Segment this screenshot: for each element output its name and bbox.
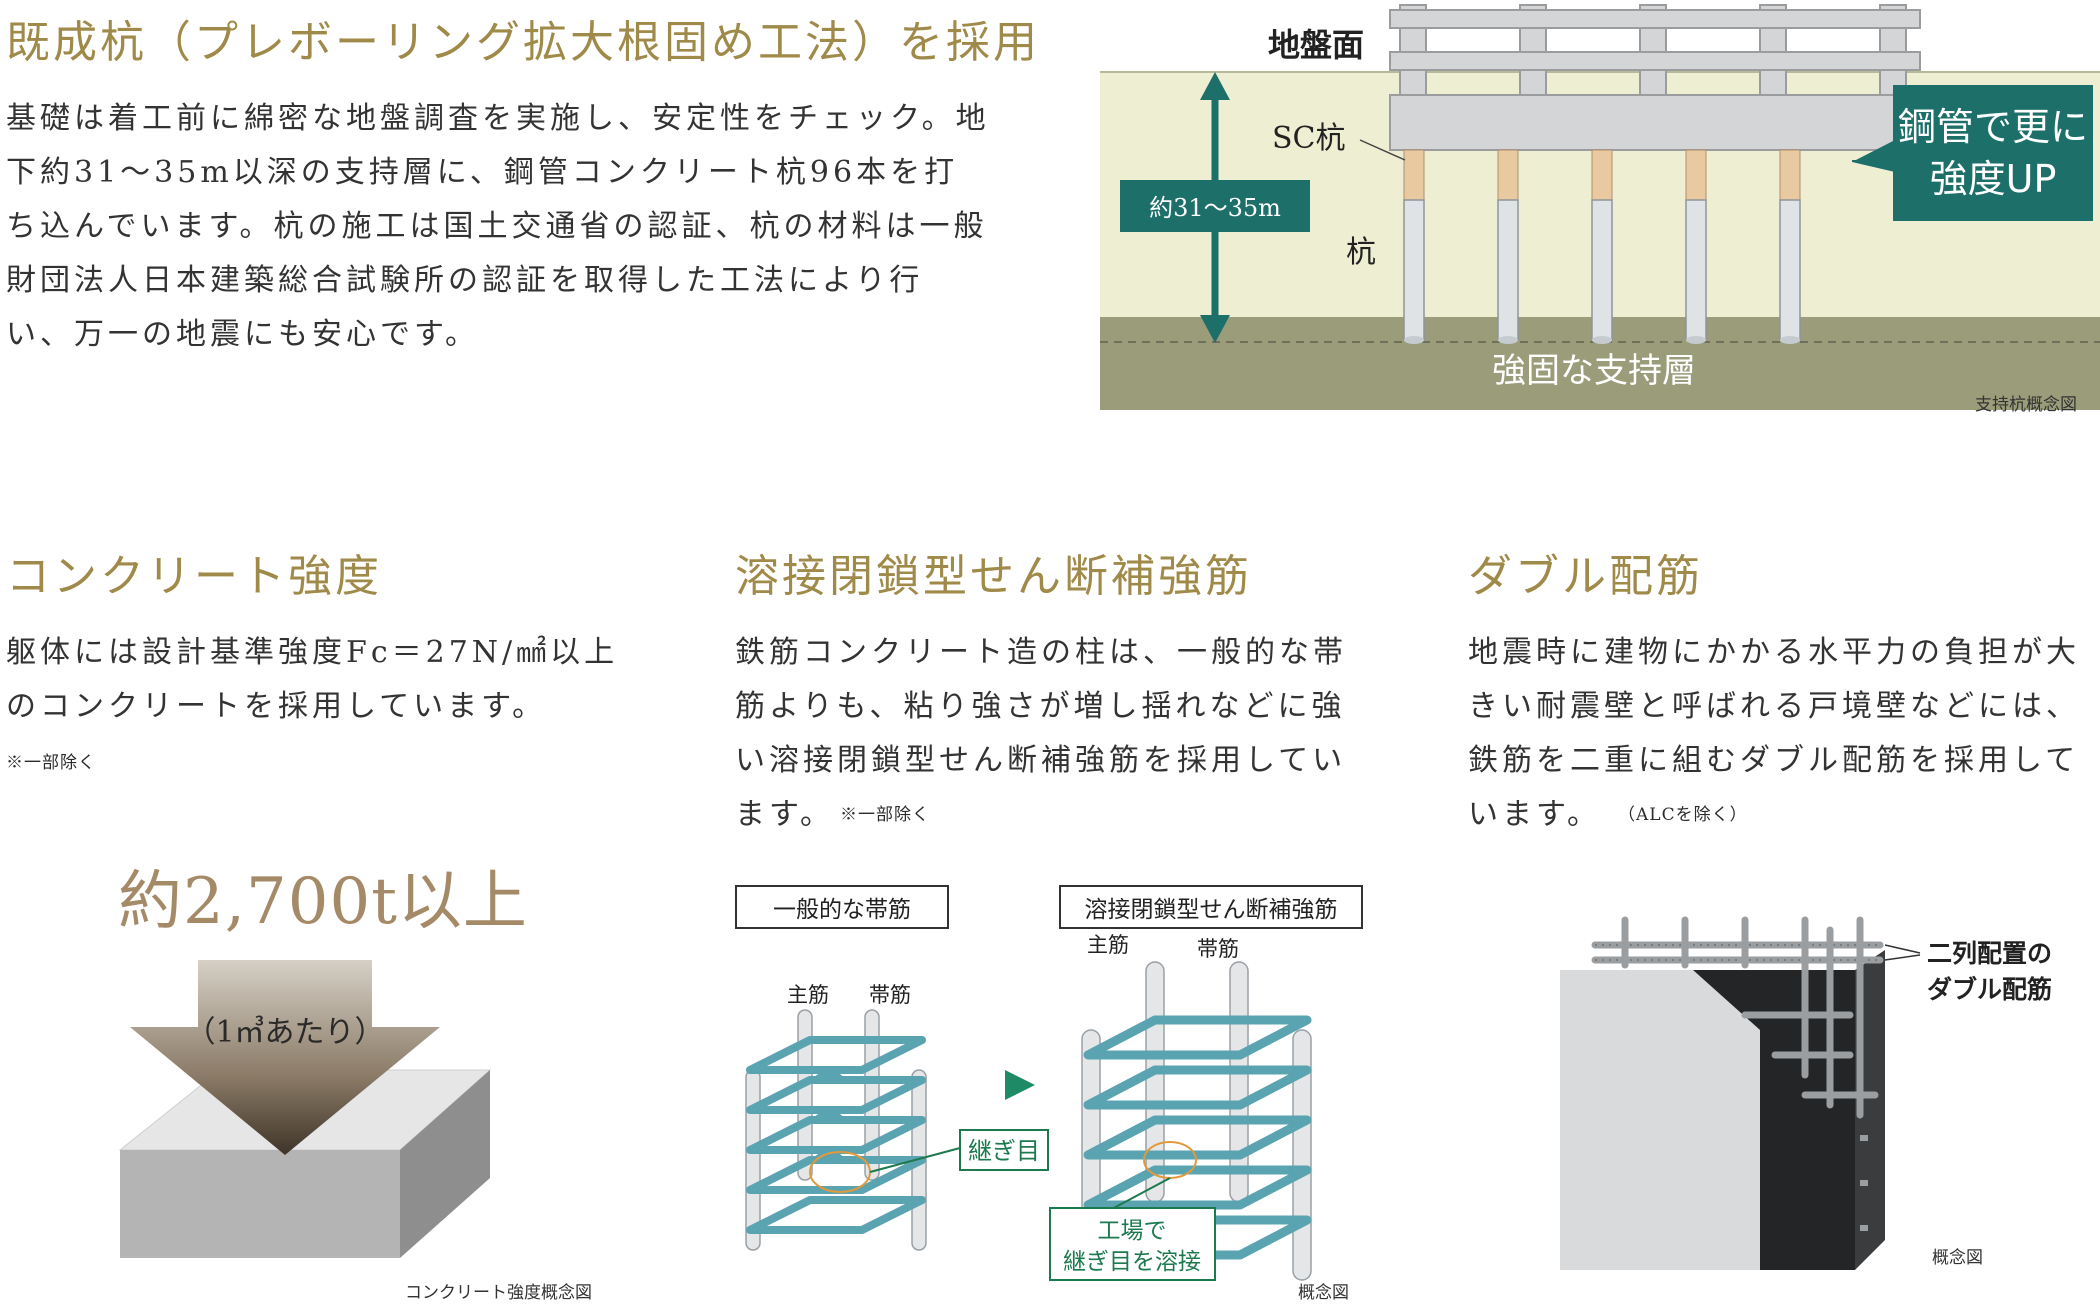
vertical-rebars: [1621, 916, 1864, 1119]
concrete-note: ※一部除く: [6, 753, 96, 773]
hoop-diagram: 一般的な帯筋 溶接閉鎖型せん断補強筋 主筋 帯筋 継ぎ目: [735, 885, 1363, 1281]
strength-callout: 鋼管で更に 強度UP: [1852, 85, 2093, 221]
concrete-diagram-caption: コンクリート強度概念図: [405, 1283, 592, 1303]
general-hoop-cage: 主筋 帯筋: [745, 983, 927, 1251]
piles: [1403, 149, 1801, 344]
concrete-amount: 約2,700t以上: [118, 865, 528, 939]
hoop-diagram-caption: 概念図: [1298, 1283, 1349, 1303]
double-rebar-diagram: 二列配置の ダブル配筋: [1560, 916, 2052, 1270]
hoop-label-right: 帯筋: [1197, 937, 1239, 961]
general-hoop-label: 一般的な帯筋: [773, 897, 911, 923]
pile-diagram: 約31〜35m 地盤面 SC杭 杭 強固な支持層 鋼管で更に 強度UP: [1100, 4, 2100, 410]
double-rebar-label-line2: ダブル配筋: [1927, 975, 2052, 1004]
weld-label-line1: 工場で: [1098, 1218, 1167, 1244]
joint-label: 継ぎ目: [968, 1137, 1040, 1165]
wall-cut-section: [1693, 970, 1855, 1270]
pile-diagram-caption: 支持杭概念図: [1975, 395, 2077, 415]
pile-label: 杭: [1346, 235, 1376, 270]
depth-arrow: 約31〜35m: [1120, 72, 1310, 343]
joint-leader: [869, 1147, 961, 1173]
section-title-double: ダブル配筋: [1468, 551, 1703, 602]
depth-label: 約31〜35m: [1149, 194, 1281, 222]
double-rebar-label-line1: 二列配置の: [1927, 939, 2052, 968]
down-arrow-icon: [130, 960, 440, 1155]
per-unit-label: （1㎥あたり）: [185, 1015, 384, 1050]
section-title-piles: 既成杭（プレボーリング拡大根固め工法）を採用: [6, 17, 1040, 68]
pile: [1591, 149, 1613, 344]
pile: [1779, 149, 1801, 344]
double-note: （ALCを除く）: [1618, 805, 1748, 825]
building-frame: [1389, 4, 1921, 151]
rebar-ends: [1860, 1135, 1868, 1231]
section-body-concrete: 躯体には設計基準強度Fc＝27N/㎟以上のコンクリートを採用しています。: [6, 635, 619, 724]
double-rebar-leader-1: [1884, 944, 1921, 954]
weld-leader: [1109, 1177, 1171, 1211]
section-title-hoop: 溶接閉鎖型せん断補強筋: [735, 551, 1252, 602]
ground-surface-label: 地盤面: [1268, 26, 1364, 64]
main-bar-label-left: 主筋: [787, 983, 829, 1007]
main-bar-label-right: 主筋: [1087, 933, 1129, 957]
concrete-block-front: [120, 1150, 400, 1258]
callout-line1: 鋼管で更に: [1898, 105, 2088, 149]
pile: [1497, 149, 1519, 344]
weld-label-line2: 継ぎ目を溶接: [1063, 1249, 1201, 1275]
section-title-concrete: コンクリート強度: [6, 551, 382, 602]
section-body-double: 地震時に建物にかかる水平力の負担が大きい耐震壁と呼ばれる戸境壁などには、鉄筋を二…: [1468, 635, 2080, 832]
section-body-piles: 基礎は着工前に綿密な地盤調査を実施し、安定性をチェック。地下約31〜35m以深の…: [6, 101, 990, 352]
joint-box: [959, 1129, 1049, 1171]
welded-hoop-box: [1059, 885, 1363, 929]
concrete-block-side: [400, 1070, 490, 1258]
double-rebar-leader-2: [1884, 954, 1921, 961]
section-body-hoop: 鉄筋コンクリート造の柱は、一般的な帯筋よりも、粘り強さが増し揺れなどに強い溶接閉…: [735, 635, 1347, 832]
callout-line2: 強度UP: [1930, 157, 2057, 201]
sc-pile-leader: [1359, 139, 1406, 161]
weld-box: [1049, 1207, 1216, 1281]
hoop-note: ※一部除く: [840, 805, 930, 825]
transition-arrow-icon: [1005, 1070, 1035, 1100]
wall-front: [1560, 970, 1760, 1270]
double-rebar-caption: 概念図: [1932, 1248, 1983, 1268]
concrete-diagram: （1㎥あたり）: [118, 960, 492, 1258]
pile: [1685, 149, 1707, 344]
bearing-layer-label: 強固な支持層: [1492, 351, 1696, 391]
pile: [1403, 149, 1425, 344]
general-hoop-box: [735, 885, 949, 929]
welded-hoop-label: 溶接閉鎖型せん断補強筋: [1085, 897, 1338, 923]
sc-pile-label: SC杭: [1272, 121, 1346, 156]
hoop-label-left: 帯筋: [869, 983, 911, 1007]
